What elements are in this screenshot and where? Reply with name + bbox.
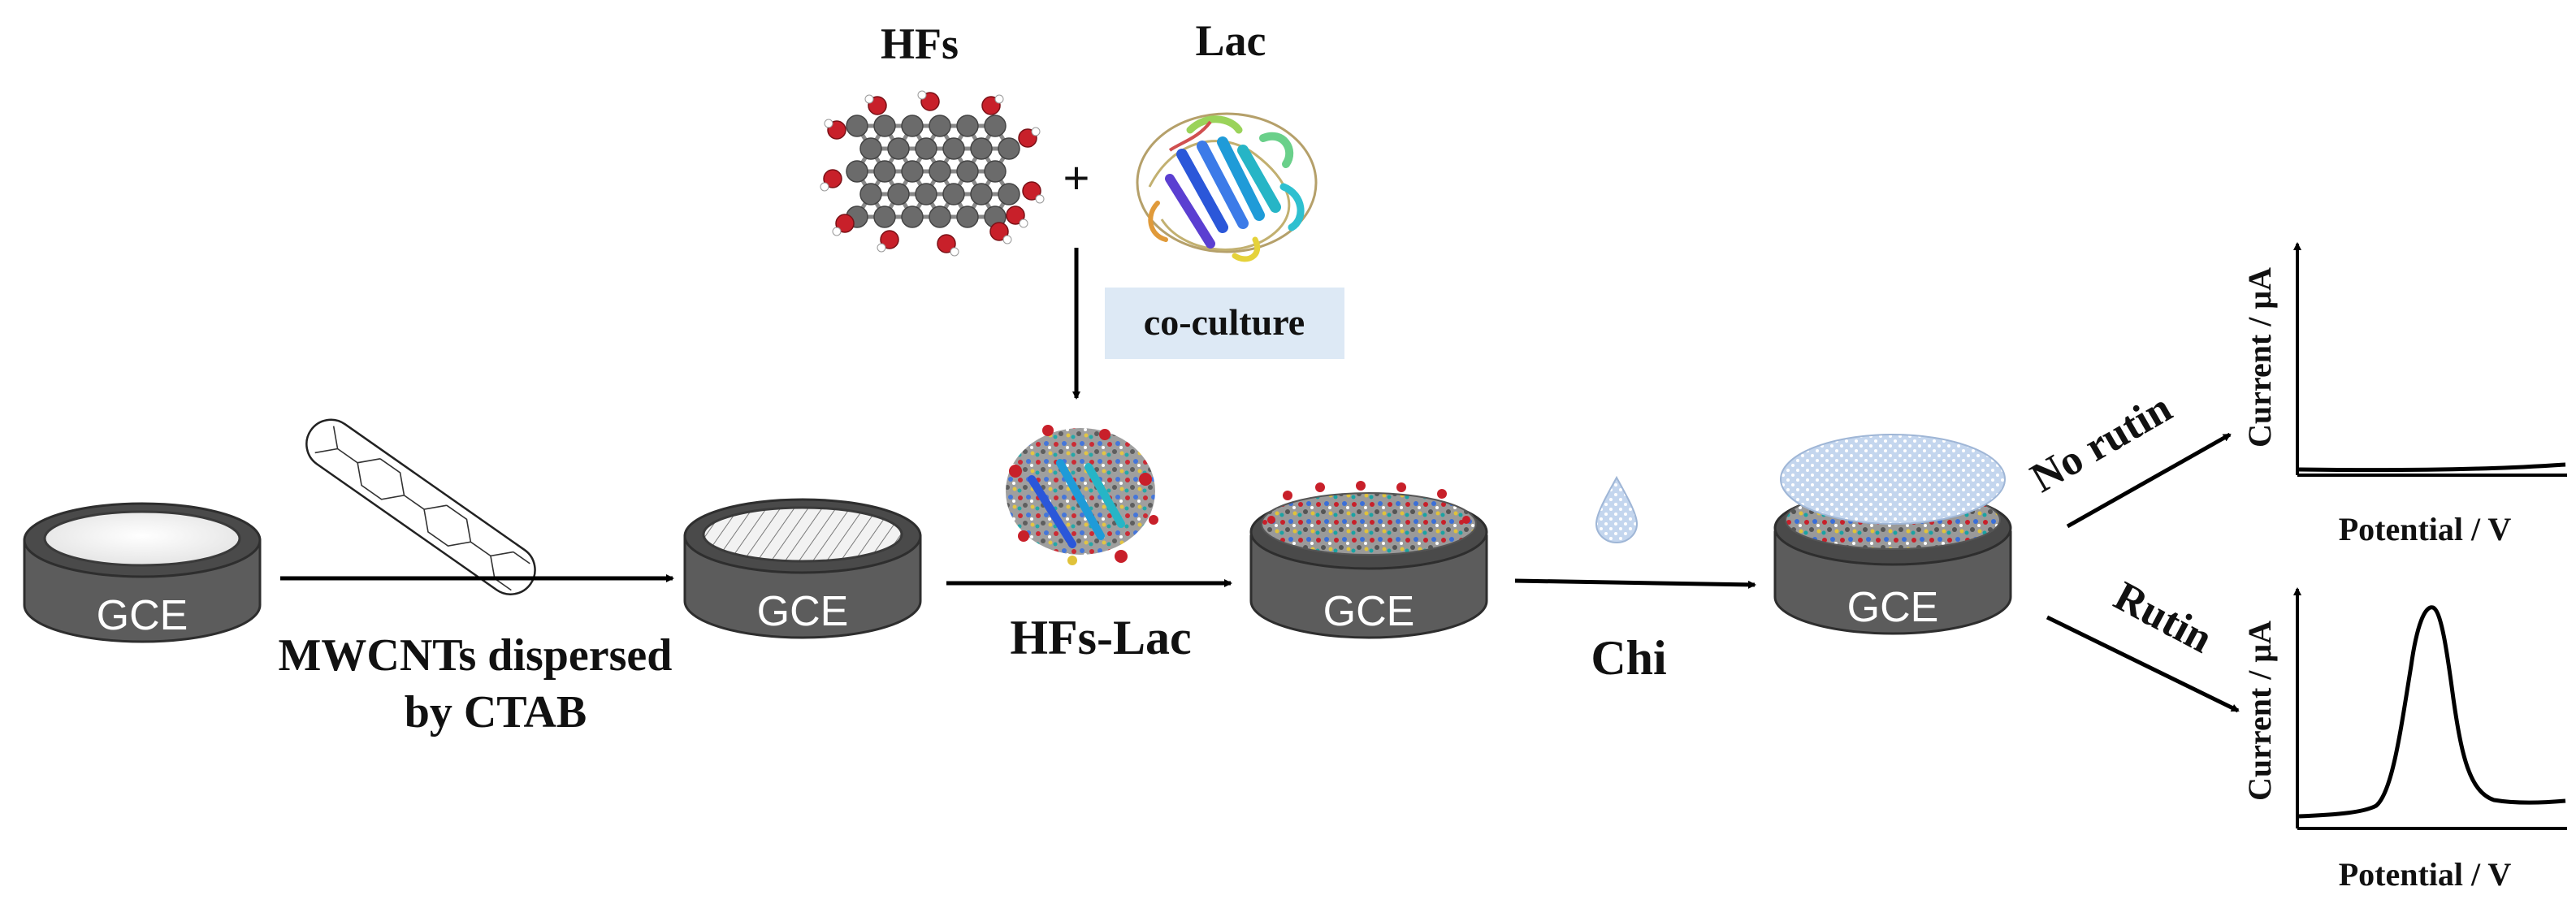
voltammogram-flat [2298,462,2566,473]
graph-rutin: Current / μA Potential / V [2241,587,2567,893]
arrow-step-3 [1514,578,1756,589]
electrode-bare: GCE [23,502,262,643]
y-axis-label: Current / μA [2241,267,2278,448]
no-rutin-label: No rutin [2024,385,2180,502]
graph-no-rutin: Current / μA Potential / V [2241,242,2567,547]
chitosan-droplet-icon [1595,475,1639,543]
electrode-chi: GCE [1773,434,2012,635]
electrode-label: GCE [757,588,849,635]
hf-molecule-icon [820,90,1045,257]
arrow-no-rutin [2066,432,2232,529]
mwcnts-label-line2: by CTAB [405,687,587,737]
electrode-label: GCE [1323,588,1415,635]
electrode-hfs-lac: GCE [1249,481,1488,639]
plus-sign: + [1063,152,1090,203]
electrode-mwcnts: GCE [683,498,922,639]
voltammogram-peak [2298,605,2566,819]
co-culture-box [1105,288,1344,359]
hfs-lac-complex-icon [1006,425,1158,565]
y-axis-label: Current / μA [2241,621,2278,801]
co-culture-label: co-culture [1144,301,1305,343]
hfs-label: HFs [881,19,959,68]
hfs-lac-label: HFs-Lac [1010,611,1191,664]
laccase-protein-icon [1136,112,1318,262]
mwcnts-label-line1: MWCNTs dispersed [279,630,673,681]
carbon-nanotube-icon [305,418,536,595]
lac-label: Lac [1196,16,1266,65]
arrow-rutin [2046,615,2240,713]
rutin-label: Rutin [2106,573,2219,662]
x-axis-label: Potential / V [2339,511,2512,547]
electrode-label: GCE [1847,584,1939,631]
electrode-label: GCE [97,592,188,639]
chi-label: Chi [1591,631,1666,685]
x-axis-label: Potential / V [2339,856,2512,893]
